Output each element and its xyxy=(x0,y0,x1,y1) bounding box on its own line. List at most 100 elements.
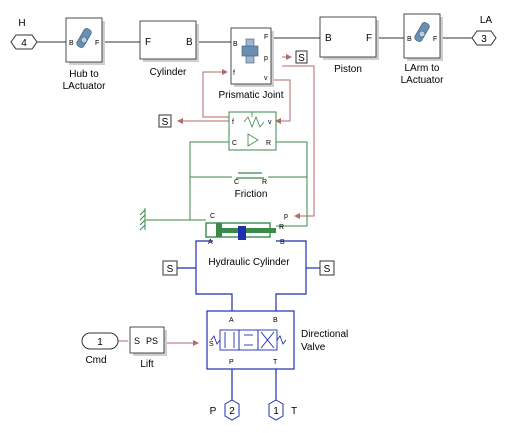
outport-la-number: 3 xyxy=(481,34,487,45)
wire-hcyl-a-to-valve-a xyxy=(195,240,233,312)
tag-box xyxy=(295,50,308,64)
tag-label: S xyxy=(298,53,305,64)
hub-port-f: F xyxy=(95,40,99,47)
outport-p[interactable]: 2 P xyxy=(210,399,240,421)
hcyl-port-b: B xyxy=(280,239,285,246)
inport-h-number: 4 xyxy=(21,38,27,49)
rigid-transform-icon xyxy=(76,28,92,48)
tag-box xyxy=(319,260,335,276)
friction-block[interactable]: C R Friction xyxy=(234,172,267,200)
wire-sensor-r xyxy=(276,141,308,227)
block-body xyxy=(206,310,295,370)
goto-shape xyxy=(10,34,38,50)
tag-label: S xyxy=(162,117,169,128)
valve-label-1: Directional xyxy=(301,329,348,340)
friction-port-r: R xyxy=(262,179,267,186)
larm-port-b: B xyxy=(407,36,412,43)
wire-prismatic-v-to-sensor-v xyxy=(270,79,291,124)
friction-port-c: C xyxy=(234,179,239,186)
cylinder-port-f: F xyxy=(145,37,151,48)
prismatic-port-b: B xyxy=(233,41,238,48)
inport-cmd[interactable]: 1 Cmd xyxy=(81,332,119,366)
wire-hcyl-b-to-valve-b xyxy=(275,240,307,312)
outport-la[interactable]: 3 LA xyxy=(471,15,497,46)
lift-port-s: S xyxy=(134,336,140,346)
tag-hydraulic-left[interactable]: S xyxy=(162,260,178,276)
prismatic-port-f: F xyxy=(264,34,268,41)
valve-icon xyxy=(210,329,287,351)
friction-connections xyxy=(146,141,308,227)
piston-label: Piston xyxy=(334,64,362,75)
force-velocity-sensor-block[interactable]: f v C R xyxy=(228,111,277,151)
directional-valve-block[interactable]: A B S P T Directional Valve xyxy=(206,310,348,370)
lift-block[interactable]: S PS Lift xyxy=(129,326,167,370)
larm-to-lactuator-block[interactable]: B F LArm to LActuator xyxy=(401,13,444,86)
tag-prismatic-p[interactable]: S xyxy=(295,50,308,64)
prismatic-joint-icon xyxy=(241,38,259,64)
hub-to-lactuator-block[interactable]: B F Hub to LActuator xyxy=(63,17,106,92)
sensor-port-v: v xyxy=(268,119,272,126)
wire-prismatic-to-hcyl-p xyxy=(282,65,315,219)
wire-sensor-c xyxy=(189,141,229,220)
port-shape xyxy=(81,332,119,350)
wire-sensor-f-to-prismatic-f xyxy=(202,69,242,118)
hcyl-label: Hydraulic Cylinder xyxy=(208,257,290,268)
inport-h-label: H xyxy=(18,18,25,29)
outport-t[interactable]: 1 T xyxy=(268,399,297,421)
cylinder-block[interactable]: F B Cylinder xyxy=(139,20,199,78)
block-body xyxy=(319,16,377,58)
hydraulic-cylinder-block[interactable]: C R p A B Hydraulic Cylinder xyxy=(205,213,290,268)
hcyl-port-r: R xyxy=(279,224,284,231)
tag-label: S xyxy=(324,264,331,275)
prismatic-port-p: p xyxy=(264,55,268,62)
tag-label: S xyxy=(167,264,174,275)
block-body xyxy=(139,20,197,60)
tag-hydraulic-right[interactable]: S xyxy=(319,260,335,276)
valve-label-2: Valve xyxy=(301,342,326,353)
mechanical-connections xyxy=(37,37,472,43)
inport-cmd-number: 1 xyxy=(97,337,103,348)
larm-label-1: LArm to xyxy=(404,63,439,74)
prismatic-port-v: v xyxy=(264,75,268,82)
hcyl-port-a: A xyxy=(208,239,213,246)
valve-port-s: S xyxy=(209,341,214,348)
sensor-icon xyxy=(243,112,265,147)
outport-p-number: 2 xyxy=(229,406,235,417)
outport-t-label: T xyxy=(291,406,297,417)
sensor-port-c: C xyxy=(232,140,237,147)
outport-la-label: LA xyxy=(480,15,493,26)
hcyl-port-c: C xyxy=(210,213,215,220)
hub-port-b: B xyxy=(69,40,74,47)
cylinder-label: Cylinder xyxy=(150,67,187,78)
signal-connections xyxy=(118,54,315,346)
sensor-port-r: R xyxy=(266,140,271,147)
valve-port-t: T xyxy=(273,359,278,366)
larm-port-f: F xyxy=(433,36,437,43)
prismatic-port-f-in: f xyxy=(233,70,235,77)
valve-port-b: B xyxy=(273,317,278,324)
piston-port-b: B xyxy=(325,33,332,44)
hub-label-1: Hub to xyxy=(69,69,99,80)
lift-label: Lift xyxy=(140,359,154,370)
cylinder-port-b: B xyxy=(186,37,193,48)
hydraulic-cylinder-icon xyxy=(205,222,276,240)
sensor-port-f: f xyxy=(232,119,234,126)
prismatic-label: Prismatic Joint xyxy=(218,90,283,101)
piston-block[interactable]: B F Piston xyxy=(319,16,379,75)
rigid-transform-icon xyxy=(414,22,430,42)
tag-sensor[interactable]: S xyxy=(158,114,172,128)
prismatic-joint-block[interactable]: B F p f v Prismatic Joint xyxy=(218,27,284,101)
hydraulic-connections xyxy=(177,240,320,400)
larm-label-2: LActuator xyxy=(401,75,444,86)
hub-label-2: LActuator xyxy=(63,81,106,92)
piston-port-f: F xyxy=(366,33,372,44)
port-shape xyxy=(268,399,284,421)
port-shape xyxy=(224,399,240,421)
mechanical-ground-icon xyxy=(139,208,146,231)
inport-h[interactable]: 4 H xyxy=(10,18,38,50)
valve-port-a: A xyxy=(229,317,234,324)
lift-port-ps: PS xyxy=(146,336,158,346)
block-body xyxy=(129,326,165,354)
outport-t-number: 1 xyxy=(273,406,279,417)
